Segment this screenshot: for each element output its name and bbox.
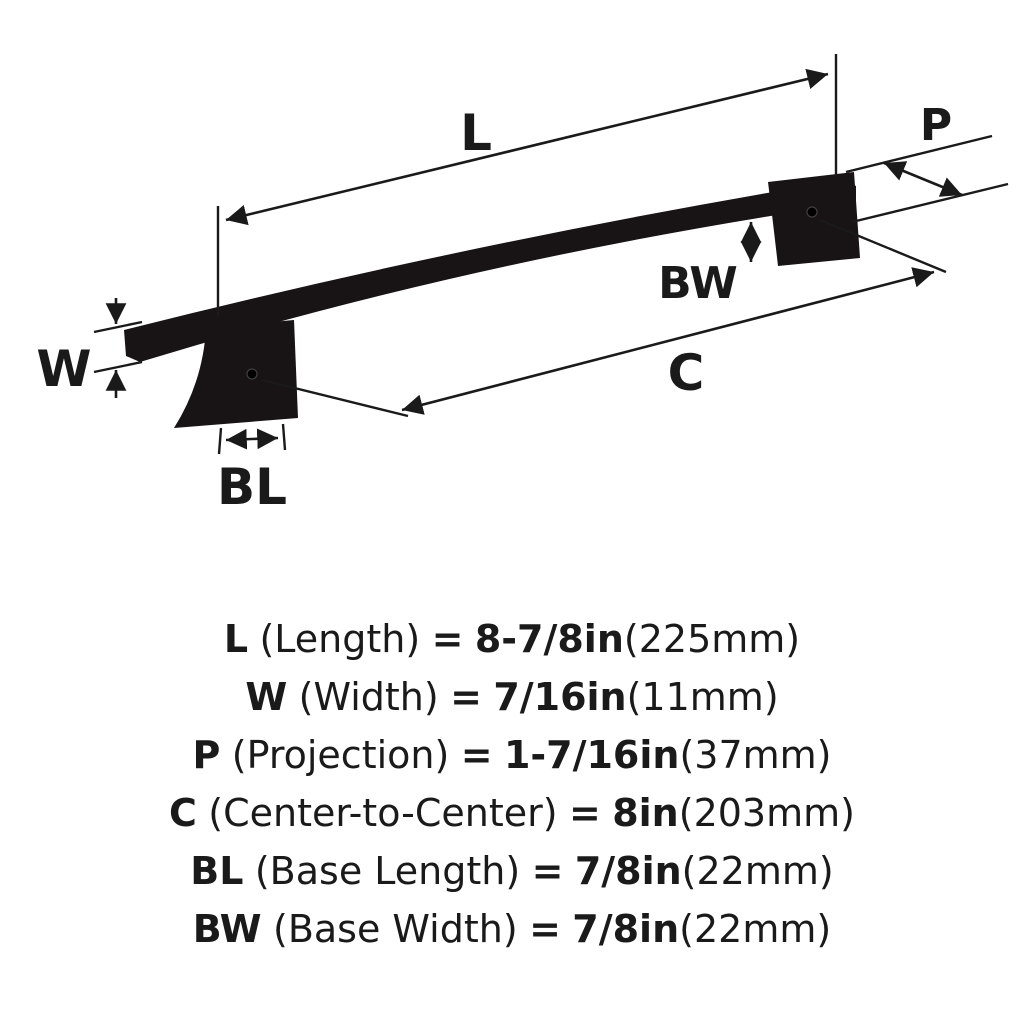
- spec-desc: (Center-to-Center): [208, 791, 558, 835]
- dim-BW: BW: [658, 222, 762, 309]
- spec-value: 8in: [612, 791, 679, 835]
- dim-label-BL: BL: [217, 458, 287, 516]
- dim-C: C: [261, 218, 947, 418]
- spec-metric: (22mm): [681, 849, 834, 893]
- spec-label: W: [245, 675, 288, 719]
- spec-desc: (Width): [298, 675, 439, 719]
- dim-L: L: [216, 54, 838, 316]
- spec-line-length: L(Length)=8-7/8in(225mm): [169, 610, 855, 668]
- dim-BL-arrow: [225, 428, 279, 450]
- dim-C-arrow: [401, 267, 935, 415]
- equals-sign: =: [529, 907, 561, 951]
- spec-metric: (37mm): [679, 733, 832, 777]
- dim-label-BW: BW: [658, 258, 738, 309]
- spec-line-center-to-center: C(Center-to-Center)=8in(203mm): [169, 784, 855, 842]
- dimension-diagram: L P BW C: [36, 54, 1009, 516]
- equals-sign: =: [431, 617, 464, 661]
- spec-metric: (11mm): [626, 675, 779, 719]
- spec-value: 7/8in: [572, 907, 680, 951]
- dim-label-P: P: [920, 100, 952, 151]
- spec-value: 7/8in: [574, 849, 682, 893]
- dim-BL-extension-left: [217, 427, 223, 455]
- dim-label-L: L: [460, 104, 492, 162]
- handle-left-base: [174, 320, 298, 428]
- equals-sign: =: [450, 675, 482, 719]
- spec-label: P: [192, 733, 221, 777]
- spec-line-base-width: BW(Base Width)=7/8in(22mm): [169, 900, 855, 958]
- equals-sign: =: [460, 733, 493, 777]
- screw-hole-left-icon: [246, 368, 258, 380]
- spec-desc: (Length): [259, 617, 421, 661]
- dim-C-extension-left: [261, 378, 409, 418]
- dim-P: P: [845, 100, 1009, 224]
- screw-hole-right-icon: [806, 206, 818, 218]
- dim-label-C: C: [668, 344, 705, 402]
- spec-list: L(Length)=8-7/8in(225mm) W(Width)=7/16in…: [169, 610, 855, 958]
- spec-value: 8-7/8in: [474, 617, 624, 661]
- dim-P-arrow: [883, 161, 963, 197]
- spec-metric: (203mm): [678, 791, 855, 835]
- spec-line-base-length: BL(Base Length)=7/8in(22mm): [169, 842, 855, 900]
- equals-sign: =: [568, 791, 601, 835]
- spec-line-width: W(Width)=7/16in(11mm): [169, 668, 855, 726]
- spec-metric: (225mm): [623, 617, 801, 661]
- equals-sign: =: [531, 849, 564, 893]
- spec-label: BW: [192, 907, 262, 951]
- spec-desc: (Projection): [231, 733, 450, 777]
- spec-label: L: [223, 617, 249, 661]
- spec-metric: (22mm): [679, 907, 832, 951]
- handle-right-base: [768, 172, 860, 266]
- dim-label-W: W: [36, 340, 91, 398]
- spec-line-projection: P(Projection)=1-7/16in(37mm): [169, 726, 855, 784]
- spec-value: 1-7/16in: [503, 733, 680, 777]
- dim-P-extension-top: [845, 134, 993, 174]
- spec-desc: (Base Length): [254, 849, 521, 893]
- dim-C-extension-right: [819, 218, 947, 274]
- dim-L-arrow: [225, 68, 829, 226]
- spec-label: BL: [190, 849, 244, 893]
- handle: [124, 172, 860, 428]
- handle-bar: [124, 180, 856, 362]
- spec-label: C: [169, 791, 197, 835]
- spec-value: 7/16in: [493, 675, 627, 719]
- dim-W-witness-top: [93, 320, 143, 334]
- dim-W-witness-bottom: [93, 360, 143, 374]
- spec-desc: (Base Width): [273, 907, 518, 951]
- dim-W: W: [36, 298, 143, 398]
- dim-P-extension-bottom: [851, 182, 1009, 224]
- dim-BL-extension-right: [281, 423, 287, 451]
- dim-BL: BL: [217, 423, 287, 516]
